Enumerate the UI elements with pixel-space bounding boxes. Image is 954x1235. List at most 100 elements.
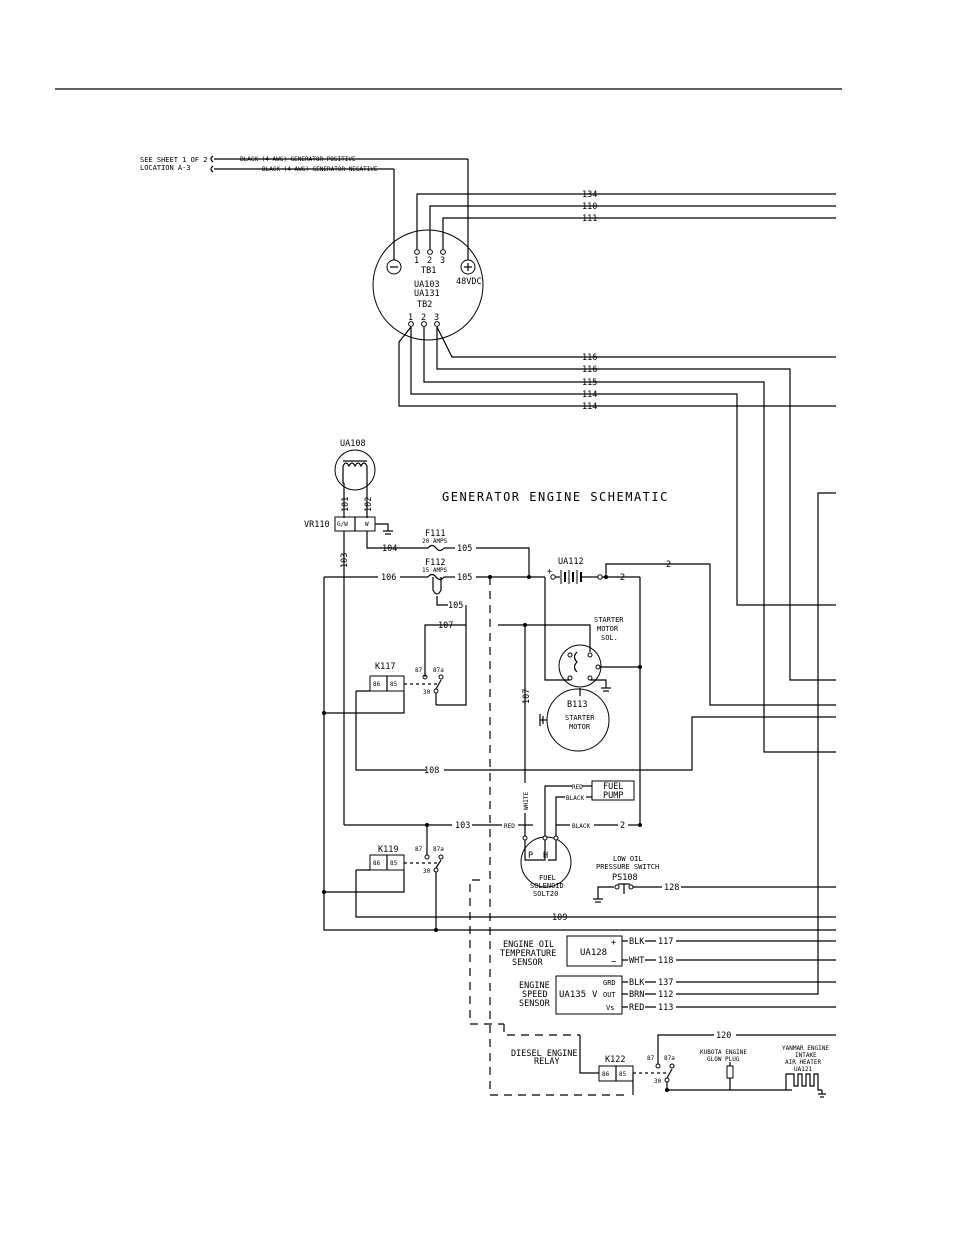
wire-105-a: 105 (457, 544, 472, 554)
wire-112: 112 (658, 990, 673, 1000)
wire-108: 108 (424, 766, 439, 776)
wire-109: 109 (552, 913, 567, 923)
k122-label: K122 (605, 1055, 625, 1065)
ua128-plus: + (611, 938, 616, 948)
yanmar-air-heater: YANMAR ENGINE INTAKE AIR HEATER UA121 (782, 1045, 829, 1098)
ua135-label: UA135 (559, 990, 586, 1000)
low-oil-label2: PRESSURE SWITCH (596, 863, 659, 871)
fuel-sol-label1: FUEL (539, 874, 556, 882)
starter-sol-label3: SOL. (601, 634, 618, 642)
k122-87: 87 (647, 1055, 655, 1062)
starter-motor-label1: STARTER (565, 714, 595, 722)
k119-label: K119 (378, 845, 398, 855)
sol-p: P (528, 851, 533, 861)
speed-label2: SPEED (522, 990, 548, 1000)
color-brn-112: BRN (629, 990, 644, 1000)
k117-30: 30 (423, 689, 431, 696)
k119-30: 30 (423, 868, 431, 875)
wire-110: 110 (582, 202, 597, 212)
wire-107-riser: 107 (322, 577, 836, 931)
wire-2-b: 2 (666, 560, 671, 570)
starter-motor-label2: MOTOR (569, 723, 591, 731)
ua135-v: V (592, 990, 598, 1000)
k122-30: 30 (654, 1078, 662, 1085)
regulator-id-2: UA131 (414, 289, 440, 299)
starter-sol-label2: MOTOR (597, 625, 619, 633)
k122-diesel-engine-relay: DIESEL ENGINE RELAY K122 86 85 87 87a 30… (503, 1024, 836, 1095)
heater-label3: AIR HEATER (785, 1059, 822, 1066)
k119-87: 87 (415, 846, 423, 853)
k117-87a: 87a (433, 667, 444, 674)
kubota-glow-plug: KUBOTA ENGINE GLOW PLUG (700, 1049, 747, 1090)
ua121-label: UA121 (794, 1066, 812, 1073)
color-blk-117: BLK (629, 937, 645, 947)
ua135-grd: GRD (603, 979, 616, 987)
ps108-label: PS108 (612, 873, 638, 883)
wire-116-a: 116 (582, 353, 597, 363)
sheet-ref-line2: LOCATION A-3 (140, 164, 191, 172)
speed-label3: SENSOR (519, 999, 551, 1009)
wire-103-b: 103 (455, 821, 470, 831)
wire-107-b: 107 (522, 689, 532, 704)
sheet-ref-line1: SEE SHEET 1 OF 2 (140, 156, 207, 164)
wire-116-b: 116 (582, 365, 597, 375)
wire-106: 106 (381, 573, 396, 583)
ua108-label: UA108 (340, 439, 366, 449)
wire-120: 120 (716, 1031, 731, 1041)
fuel-solenoid: P H FUEL SOLENOID SOLT20 (520, 835, 572, 898)
b113-label: B113 (567, 700, 587, 710)
ua112-plus: + (547, 567, 552, 577)
wire-113: 113 (658, 1003, 673, 1013)
k119-86: 86 (373, 860, 381, 867)
fuel-sol-label3: SOLT20 (533, 890, 558, 898)
k119-87a: 87a (433, 846, 444, 853)
wire-105-b: 105 (457, 573, 472, 583)
generator-positive-lead: BLACK (4 AWG) GENERATOR POSITIVE (240, 156, 356, 163)
wire-115: 115 (582, 378, 597, 388)
relay-label1: DIESEL ENGINE (511, 1049, 578, 1059)
wire-105-c: 105 (448, 601, 463, 611)
wire-white: WHITE (523, 792, 530, 810)
wire-101: 101 (341, 497, 351, 512)
heater-label2: INTAKE (795, 1052, 817, 1059)
oil-temp-label2: TEMPERATURE (500, 949, 556, 959)
wire-111: 111 (582, 214, 597, 224)
tb2-pin3: 3 (434, 313, 439, 323)
k117-85: 85 (390, 681, 398, 688)
f111-label: F111 (425, 529, 445, 539)
ua128-label: UA128 (580, 948, 607, 958)
generator-negative-lead: BLACK (4 AWG) GENERATOR NEGATIVE (262, 166, 378, 173)
k122-86: 86 (602, 1071, 610, 1078)
wire-108-run: 108 (424, 716, 836, 776)
oil-temp-label3: SENSOR (512, 958, 544, 968)
fuel-pump-red: RED (572, 784, 583, 791)
ua135-out: OUT (603, 991, 616, 999)
wire-107-a: 107 (438, 621, 453, 631)
relay-label2: RELAY (534, 1057, 560, 1067)
f111-rating: 20 AMPS (422, 538, 448, 545)
wire-102: 102 (364, 497, 374, 512)
schematic-title: GENERATOR ENGINE SCHEMATIC (442, 490, 669, 504)
f112-rating: 15 AMPS (422, 567, 448, 574)
glow-label1: KUBOTA ENGINE (700, 1049, 747, 1056)
k122-85: 85 (619, 1071, 627, 1078)
k119-85: 85 (390, 860, 398, 867)
glow-label2: GLOW PLUG (707, 1056, 740, 1063)
vr110-regulator: VR110 G/W W 103 104 (304, 516, 400, 825)
tb1-pin3: 3 (440, 256, 445, 266)
vr110-w: W (365, 521, 369, 528)
wire-114-b: 114 (582, 402, 597, 412)
ua128-minus: − (611, 957, 616, 967)
tb1-pin2: 2 (427, 256, 432, 266)
fuel-pump: FUEL PUMP RED BLACK (544, 780, 635, 838)
color-blk-137: BLK (629, 978, 645, 988)
wire-red: RED (504, 823, 515, 830)
ps108-switch: LOW OIL PRESSURE SWITCH PS108 128 (593, 855, 836, 903)
f111-fuse: F111 20 AMPS 105 (400, 529, 530, 577)
low-oil-label1: LOW OIL (613, 855, 643, 863)
k122-87a: 87a (664, 1055, 675, 1062)
tb2-wiring: 116 116 115 114 114 (398, 326, 836, 753)
voltage-label: 48VDC (456, 277, 482, 287)
starter-sol-label1: STARTER (594, 616, 624, 624)
